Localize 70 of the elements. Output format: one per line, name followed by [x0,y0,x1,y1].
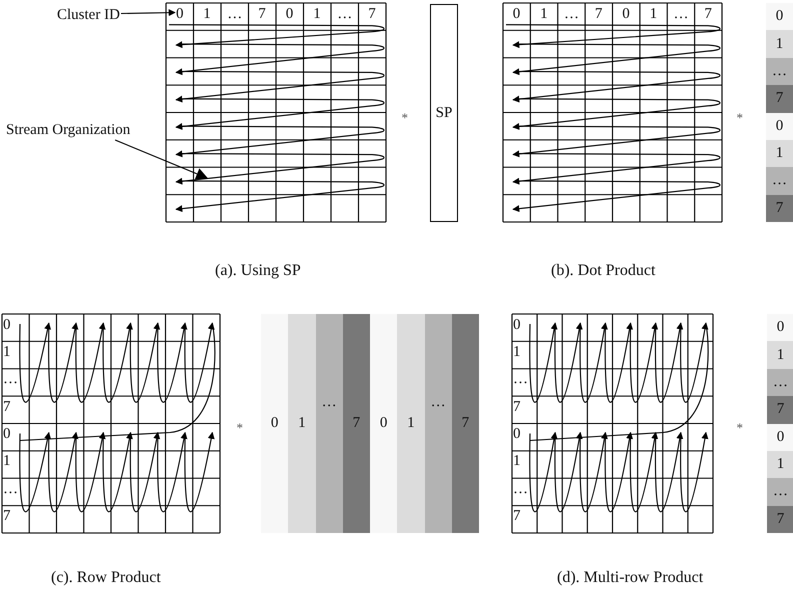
vector-segment: … [767,478,793,506]
vector-segment: 1 [767,450,793,478]
cluster-id-number: 0 [512,6,520,22]
vector-segment: 7 [342,314,370,533]
cluster-id-number: 7 [704,6,712,22]
vector-segment: 0 [261,314,288,533]
vector-segment: 7 [766,194,793,222]
cluster-id-number: 1 [513,453,520,470]
cluster-id-number: 1 [513,344,520,361]
vector-segment: 0 [370,314,398,533]
vector-segment: … [316,314,343,533]
cluster-id-number: 0 [622,6,630,22]
cluster-id-number: … [3,371,18,388]
vector-segment: 0 [766,3,793,30]
cluster-id-number: … [337,6,352,22]
vector-segment: 1 [766,140,793,168]
multiply-sign: * [402,108,408,126]
cluster-id-number: 0 [513,316,520,334]
vector-segment: … [766,58,793,86]
stream-arrows-drawing [169,24,384,212]
vector-segment: 7 [766,85,793,112]
multiply-sign: * [736,108,743,126]
cluster-id-number: 1 [3,453,10,470]
vector-segment: 7 [767,506,793,533]
cluster-id-number: 7 [513,508,520,526]
cluster-id-number: 7 [258,6,266,22]
caption: (a). Using SP [215,262,301,278]
cluster-id-number: … [227,6,242,22]
callout-label: Cluster ID [57,7,120,24]
vector-segment: … [766,167,793,195]
cluster-id-number: 7 [3,398,10,416]
leader-line [114,140,208,180]
cluster-id-number: 0 [176,6,184,22]
vector-segment: 0 [766,112,793,140]
multiply-sign: * [736,418,743,436]
cluster-id-number: 1 [313,6,321,22]
vector-segment: 0 [767,424,793,451]
vector-segment: … [424,314,452,533]
multiply-sign: * [236,418,243,436]
cluster-id-number: … [513,371,528,388]
cluster-id-number: … [513,480,528,498]
vector-segment: 7 [452,314,479,533]
vector-segment: 1 [766,30,793,58]
callout-label: Stream Organization [6,122,130,139]
caption: (d). Multi-row Product [557,568,704,586]
caption: (c). Row Product [51,568,161,586]
vector-segment: 1 [397,314,424,533]
leader-line [121,9,176,16]
cluster-id-number: 1 [650,6,658,22]
cluster-id-number: 7 [594,6,602,22]
cluster-id-number: … [673,6,688,22]
vector-segment: 1 [767,341,793,369]
cluster-id-number: 0 [286,6,294,22]
cluster-id-number: 1 [540,6,548,22]
cluster-id-number: 1 [203,6,211,22]
vector-segment: 1 [288,314,316,533]
vector-segment: … [767,368,793,396]
cluster-id-number: 0 [3,426,10,443]
cluster-id-number: 7 [3,508,10,526]
cluster-id-number: 0 [513,426,520,443]
cluster-id-number: 7 [513,398,520,416]
caption: (b). Dot Product [551,262,656,278]
vector-box: SP [430,4,458,222]
vector-segment: 0 [767,314,793,342]
cluster-id-number: 1 [3,344,10,361]
cluster-id-number: 0 [3,316,10,334]
cluster-id-number: … [564,6,579,22]
vector-segment: 7 [767,396,793,424]
cluster-id-number: … [3,480,18,498]
cluster-id-number: 7 [368,6,376,22]
